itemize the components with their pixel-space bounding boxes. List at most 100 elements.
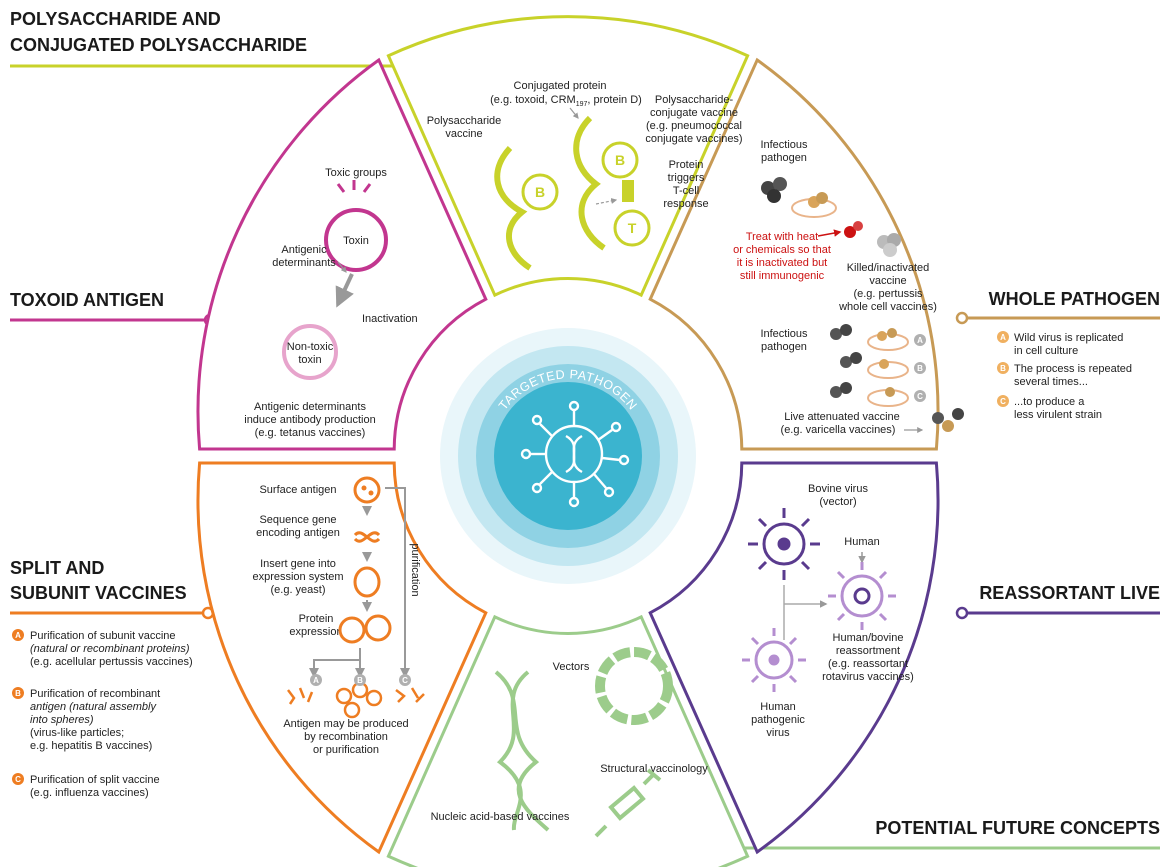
split-legend-a-line2: (natural or recombinant proteins) [30, 643, 190, 655]
insert-gene-label-2: expression system [252, 571, 343, 583]
step-b-letter: B [917, 364, 923, 373]
legend-a-line1: Wild virus is replicated [1014, 332, 1123, 344]
legend-c-badge [997, 395, 1009, 407]
sequence-gene-label-1: Sequence gene [259, 514, 336, 526]
conjugated-protein-examples: (e.g. toxoid, CRM197, protein D) [490, 94, 642, 108]
infectious-pathogen-label-2: pathogen [761, 152, 807, 164]
segment-whole-pathogen [648, 57, 940, 451]
polysaccharide-content: Conjugated protein (e.g. toxoid, CRM197,… [427, 80, 743, 271]
vector-plasmid-icon [595, 647, 673, 725]
category-polysaccharide-line2: CONJUGATED POLYSACCHARIDE [10, 35, 307, 55]
split-legend-b-letter: B [15, 689, 21, 698]
polysaccharide-chain-1 [494, 145, 532, 271]
treat-label-2: or chemicals so that [733, 244, 831, 256]
b-cell-label-2: B [615, 152, 625, 168]
infectious-pathogen2-label-2: pathogen [761, 341, 807, 353]
split-legend-c-badge [12, 773, 24, 785]
split-legend-b-line5: e.g. hepatitis B vaccines) [30, 740, 152, 752]
legend-a-letter: A [1000, 333, 1006, 342]
legend-b-line1: The process is repeated [1014, 363, 1132, 375]
killed-vaccine-label-4: whole cell vaccines) [838, 301, 937, 313]
killed-vaccine-label-3: (e.g. pertussis [853, 288, 923, 300]
step-b-badge [914, 362, 926, 374]
human-pathogenic-label-3: virus [766, 727, 790, 739]
step-a-letter: A [917, 336, 923, 345]
legend-b-badge [997, 362, 1009, 374]
gene-icon [353, 531, 381, 543]
product-b-letter: B [357, 676, 363, 685]
syringe-icon [594, 768, 662, 838]
category-split-line2: SUBUNIT VACCINES [10, 583, 187, 603]
surface-antigen-icon [353, 476, 381, 504]
treat-label-3: it is inactivated but [737, 257, 828, 269]
segment-polysaccharide [386, 15, 750, 298]
toxin-icon [324, 208, 388, 272]
produced-label-3: or purification [313, 744, 379, 756]
vectors-label: Vectors [553, 661, 590, 673]
split-legend-c-letter: C [15, 775, 21, 784]
t-cell-label: T [628, 220, 637, 236]
antigen-products-icons [287, 681, 425, 719]
legend-a-line2: in cell culture [1014, 345, 1078, 357]
step-a-badge [914, 334, 926, 346]
category-split-line1: SPLIT AND [10, 558, 104, 578]
toxic-groups-label: Toxic groups [325, 167, 387, 179]
category-reassortant: REASSORTANT LIVE [979, 583, 1160, 603]
human-bovine-label-2: reassortment [836, 645, 900, 657]
treat-label-1: Treat with heat [746, 231, 818, 243]
conj-vaccine-label-2: conjugate vaccine [650, 107, 738, 119]
wheel-segments [196, 15, 940, 867]
bovine-virus-icon [748, 508, 820, 580]
category-polysaccharide-line1: POLYSACCHARIDE AND [10, 9, 221, 29]
ps-vaccine-label-2: vaccine [445, 128, 482, 140]
inactivated-pathogen-icon [844, 226, 856, 238]
legend-b-line2: several times... [1014, 376, 1088, 388]
non-toxic-label-2: toxin [298, 354, 321, 366]
product-c-badge [399, 674, 411, 686]
product-a-letter: A [313, 676, 319, 685]
virus-icon [520, 400, 630, 508]
product-b-badge [354, 674, 366, 686]
structural-vaccinology-label: Structural vaccinology [600, 763, 708, 775]
b-cell-icon-2 [601, 141, 639, 179]
treat-label-4: still immunogenic [740, 270, 825, 282]
targeted-pathogen-center: TARGETED PATHOGEN [440, 328, 696, 584]
ps-vaccine-label-1: Polysaccharide [427, 115, 502, 127]
non-toxic-toxin-icon [282, 324, 338, 380]
split-legend-a-letter: A [15, 631, 21, 640]
human-pathogenic-label-2: pathogenic [751, 714, 805, 726]
killed-vaccine-label-1: Killed/inactivated [847, 262, 930, 274]
conj-vaccine-label-4: conjugate vaccines) [645, 133, 742, 145]
infectious-pathogen2-label-1: Infectious [760, 328, 808, 340]
category-toxoid: TOXOID ANTIGEN [10, 290, 164, 310]
expression-cell-icon-1 [338, 616, 366, 644]
conj-vaccine-label-3: (e.g. pneumococcal [646, 120, 742, 132]
protein-triggers-3: T-cell [673, 185, 699, 197]
dna-helix-icon [494, 670, 550, 832]
human-virus-icon [742, 628, 806, 692]
segment-reassortant [648, 461, 940, 855]
yeast-cell-icon [353, 566, 381, 598]
category-future: POTENTIAL FUTURE CONCEPTS [875, 818, 1160, 838]
split-legend-a-line3: (e.g. acellular pertussis vaccines) [30, 656, 193, 668]
future-content: Vectors Structural vaccinology Nucleic a… [431, 647, 708, 838]
live-attenuated-label-1: Live attenuated vaccine [784, 411, 900, 423]
inactivation-label: Inactivation [362, 313, 418, 325]
protein-triggers-2: triggers [668, 172, 705, 184]
insert-gene-label-3: (e.g. yeast) [270, 584, 325, 596]
produced-label-2: by recombination [304, 731, 388, 743]
toxoid-content: Toxic groups Toxin Antigenic determinant… [244, 167, 417, 439]
split-legend-c-line2: (e.g. influenza vaccines) [30, 787, 149, 799]
killed-vaccine-label-2: vaccine [869, 275, 906, 287]
protein-expression-label-2: expression [289, 626, 342, 638]
protein-triggers-1: Protein [669, 159, 704, 171]
sequence-gene-label-2: encoding antigen [256, 527, 340, 539]
nucleic-acid-label: Nucleic acid-based vaccines [431, 811, 570, 823]
antigenic-label-2: determinants [272, 257, 336, 269]
split-legend-b-badge [12, 687, 24, 699]
reassortant-virus-icon [828, 562, 896, 630]
bovine-virus-label-2: (vector) [819, 496, 856, 508]
split-legend-a-line1: Purification of subunit vaccine [30, 630, 176, 642]
reassortant-content: Bovine virus (vector) Human Human/bovine… [742, 483, 914, 739]
